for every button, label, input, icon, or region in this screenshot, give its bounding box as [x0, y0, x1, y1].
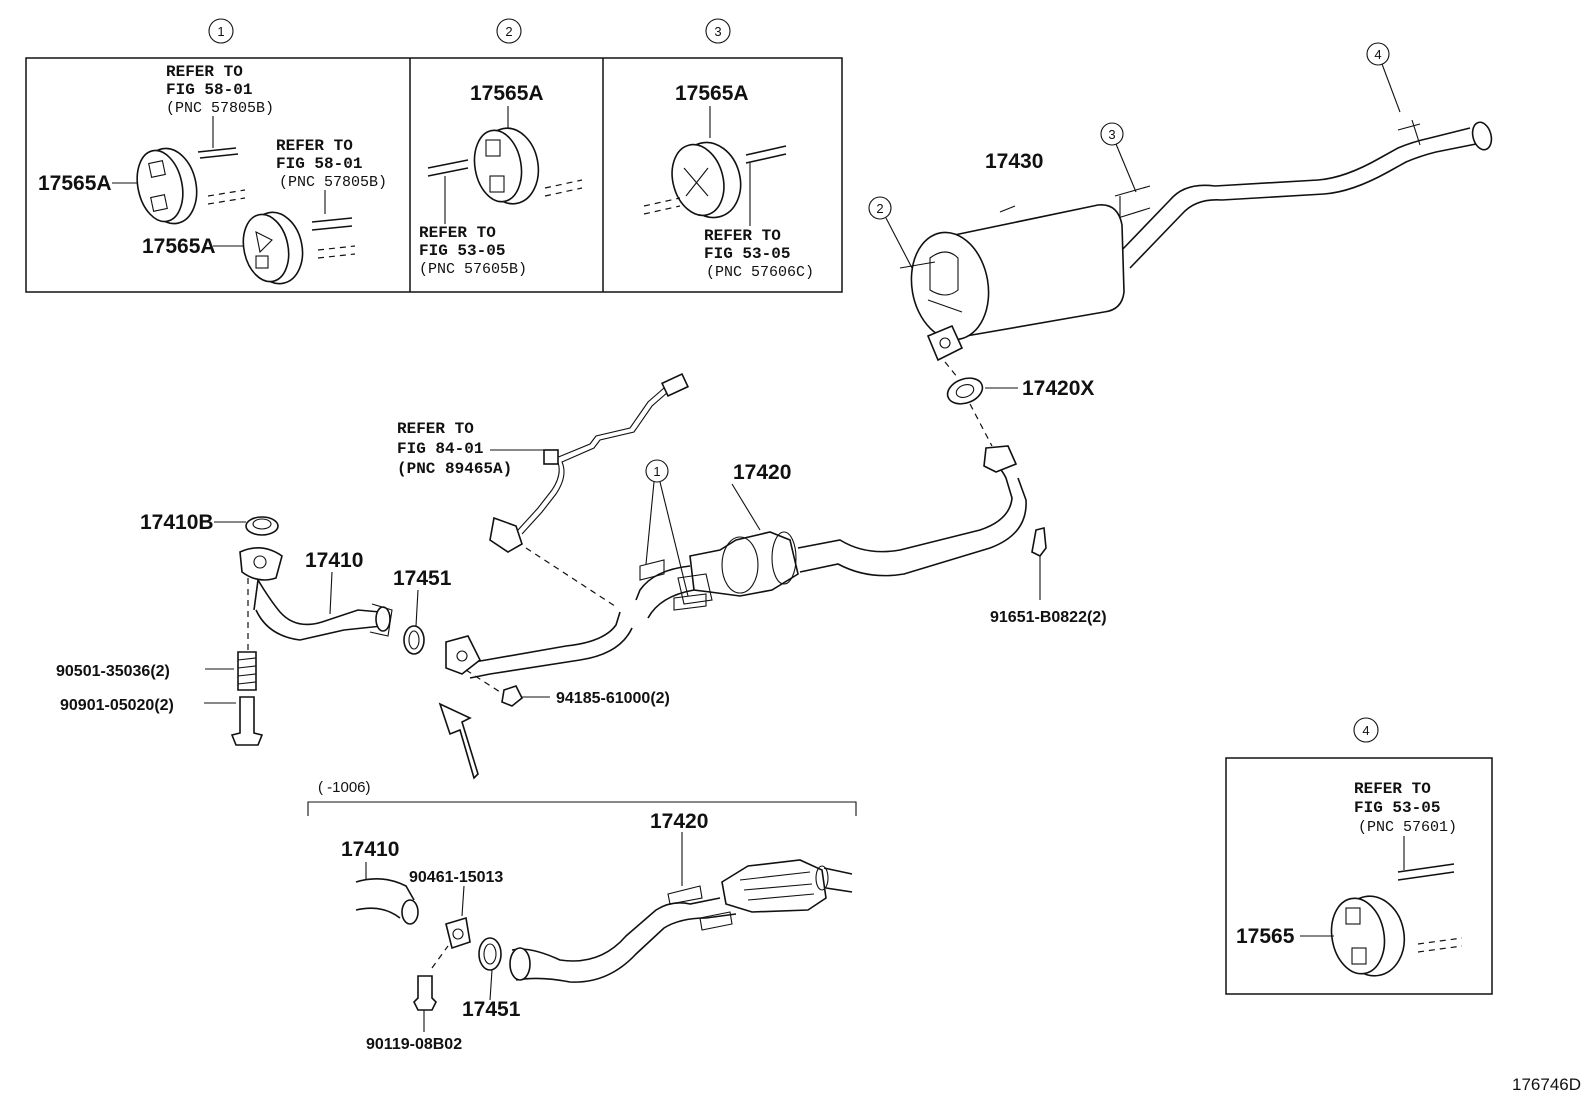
hanger-callout-circle: [645, 459, 669, 483]
inset-3-part: 17565A: [675, 82, 749, 105]
muffler-end: [910, 231, 990, 341]
inset-1-ref-mid-line3: (PNC 57805B): [279, 174, 387, 191]
callout-3: 3: [1108, 127, 1115, 142]
rubber-hanger-icon: [136, 147, 198, 225]
inset-frame: [25, 57, 843, 293]
variant-assembly: ( -1006) 17410 90461-15013 17451 90119-0…: [307, 779, 857, 1053]
variant-bolt-icon: [413, 975, 437, 1011]
callout-2-circle: [868, 196, 892, 220]
inset-4-part: 17565: [1236, 925, 1295, 948]
rubber-hanger-icon: [473, 127, 540, 205]
variant-front-pipe-label: 17410: [341, 838, 399, 861]
front-pipe-assembly: 17410B 17410 17451 90501-35036(2) 90901-…: [56, 511, 670, 780]
rear-gasket: 17420X: [944, 361, 1094, 447]
inset-2-ref-line3: (PNC 57605B): [419, 261, 527, 278]
inset-3: 3 17565A REFER TO FIG 53-05 (PNC 57606C): [643, 18, 814, 281]
inset-4-ref-line1: REFER TO: [1354, 780, 1431, 798]
inset-2: 2 17565A REFER TO FIG 53-05 (PNC 57605B): [419, 18, 583, 278]
variant-center-pipe-label: 17420: [650, 810, 708, 833]
callout-3-circle: [1100, 122, 1124, 146]
variant-catalytic-converter: [721, 859, 827, 913]
inset-panels-1-3: [25, 57, 843, 293]
seal-ring-label: 17451: [393, 567, 452, 590]
inset-1-number-circle: [208, 18, 234, 44]
center-pipe-label: 17420: [733, 461, 791, 484]
figure-id: 176746D: [1512, 1075, 1581, 1094]
rear-bolt-label: 91651-B0822(2): [990, 609, 1107, 626]
variant-seal-ring: [478, 937, 502, 971]
oxygen-sensor: REFER TO FIG 84-01 (PNC 89465A): [397, 372, 689, 609]
inset-4-ref-line3: (PNC 57601): [1358, 819, 1457, 836]
muffler-flange: [926, 324, 964, 362]
sensor-ref-line3: (PNC 89465A): [397, 460, 512, 478]
inset-2-ref-line1: REFER TO: [419, 224, 496, 242]
variant-seal-ring-label: 17451: [462, 998, 521, 1021]
inset-3-ref-line3: (PNC 57606C): [706, 264, 814, 281]
callout-4: 4: [1374, 47, 1381, 62]
inset-1: 1 REFER TO FIG 58-01 (PNC 57805B) REFER …: [38, 18, 387, 285]
inset-1-number: 1: [217, 24, 224, 39]
variant-gasket: [445, 916, 471, 950]
inset-1-ref-top-line1: REFER TO: [166, 63, 243, 81]
tail-pipe-tip: [1471, 121, 1493, 151]
muffler-label: 17430: [985, 150, 1043, 173]
center-pipe-rear-flange: [983, 445, 1018, 473]
inset-2-number: 2: [505, 24, 512, 39]
inset-3-number-circle: [705, 18, 731, 44]
front-pipe-label: 17410: [305, 549, 363, 572]
sensor-ref-line1: REFER TO: [397, 420, 474, 438]
variant-front-pipe-end: [401, 899, 419, 925]
inset-2-part: 17565A: [470, 82, 544, 105]
rear-bolt: 91651-B0822(2): [990, 526, 1107, 626]
variant-center-pipe-inlet: [509, 947, 531, 981]
inset-4-ref-line2: FIG 53-05: [1354, 799, 1440, 817]
sensor-body: [489, 516, 523, 553]
sensor-connector: [661, 372, 689, 398]
front-gasket: [245, 516, 279, 536]
inset-4: 4 REFER TO FIG 53-05 (PNC 57601) 17565: [1225, 717, 1493, 995]
inset-4-number: 4: [1362, 723, 1369, 738]
rubber-hanger-icon: [1330, 895, 1406, 977]
inset-4-frame: [1225, 757, 1493, 995]
inset-1-part-a: 17565A: [38, 172, 112, 195]
tail-pipe-assembly: 17430 2 3 4: [868, 42, 1493, 362]
seal-ring: [403, 625, 425, 655]
inset-1-ref-mid-line2: FIG 58-01: [276, 155, 362, 173]
spring-icon: [237, 651, 257, 691]
inset-3-number: 3: [714, 24, 721, 39]
variant-gasket-label: 90461-15013: [409, 869, 503, 886]
rubber-hanger-icon: [242, 211, 304, 285]
front-bolt-label: 90901-05020(2): [60, 697, 174, 714]
front-pipe-outlet: [375, 606, 391, 632]
front-pipe-flange: [239, 547, 283, 581]
inset-2-number-circle: [496, 18, 522, 44]
center-pipe-front-flange: [445, 635, 482, 675]
variant-bolt-label: 90119-08B02: [366, 1036, 462, 1053]
inset-3-ref-line2: FIG 53-05: [704, 245, 790, 263]
inset-3-ref-line1: REFER TO: [704, 227, 781, 245]
hanger-callout: 1: [653, 464, 660, 479]
inset-1-part-b: 17565A: [142, 235, 216, 258]
sensor-ref-line2: FIG 84-01: [397, 440, 483, 458]
inset-1-ref-top-line2: FIG 58-01: [166, 81, 252, 99]
front-bolt-icon: [230, 696, 264, 746]
variant-range: ( -1006): [318, 779, 371, 796]
rear-gasket-label: 17420X: [1022, 377, 1094, 400]
inset-1-ref-mid-line1: REFER TO: [276, 137, 353, 155]
callout-2: 2: [876, 201, 883, 216]
inset-4-number-circle: [1353, 717, 1379, 743]
inset-2-ref-line2: FIG 53-05: [419, 242, 505, 260]
center-pipe-assembly: 17420 1: [445, 445, 1027, 679]
inset-1-ref-top-line3: (PNC 57805B): [166, 100, 274, 117]
view-arrow: [438, 702, 479, 780]
callout-4-circle: [1366, 42, 1390, 66]
nut-icon: [501, 685, 524, 707]
front-gasket-label: 17410B: [140, 511, 214, 534]
rubber-hanger-icon: [671, 141, 742, 219]
spring-label: 90501-35036(2): [56, 663, 170, 680]
nut-label: 94185-61000(2): [556, 690, 670, 707]
catalytic-converter: [689, 531, 799, 597]
